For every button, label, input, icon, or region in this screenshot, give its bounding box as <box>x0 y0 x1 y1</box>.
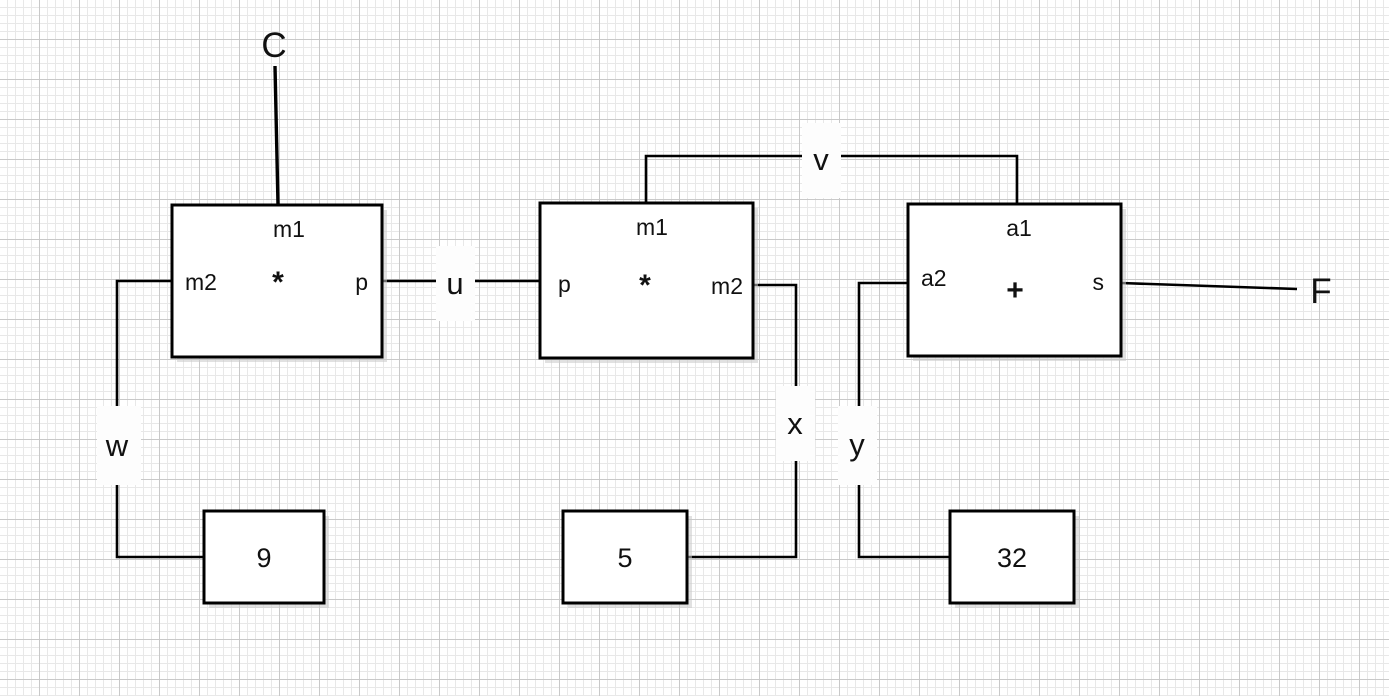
const9-box[interactable] <box>202 509 326 605</box>
terminal-c[interactable]: C <box>261 26 286 65</box>
edge-label-x[interactable]: x <box>776 386 815 461</box>
const5-box[interactable] <box>561 509 689 605</box>
node-mul1[interactable]: m1 m2 * p <box>170 203 387 362</box>
add1-port-left: a2 <box>921 265 947 291</box>
label-w-bg <box>97 406 141 485</box>
add1-port-right: s <box>1093 269 1105 295</box>
mul1-operator: * <box>272 266 284 299</box>
add1-box[interactable] <box>906 202 1123 358</box>
add1-port-top: a1 <box>1006 215 1032 241</box>
mul1-port-right: p <box>355 269 368 295</box>
wire-c-to-mul1[interactable] <box>273 65 280 206</box>
terminal-f-text: F <box>1310 272 1331 311</box>
mul2-box[interactable] <box>538 201 755 360</box>
node-const-9[interactable]: 9 <box>202 509 329 608</box>
const9-value: 9 <box>256 543 271 573</box>
mul2-port-left: p <box>558 271 571 297</box>
mul1-port-top: m1 <box>273 216 305 242</box>
edge-label-y[interactable]: y <box>838 406 877 485</box>
node-const-5[interactable]: 5 <box>561 509 692 608</box>
label-v-bg <box>802 123 841 198</box>
mul2-port-right: m2 <box>711 273 743 299</box>
const32-box[interactable] <box>948 509 1076 605</box>
node-add1[interactable]: a1 a2 + s <box>906 202 1126 361</box>
mul1-port-left: m2 <box>185 269 217 295</box>
label-u-bg <box>436 246 475 321</box>
mul2-port-top: m1 <box>636 214 668 240</box>
terminal-f[interactable]: F <box>1310 272 1331 311</box>
label-y-text: y <box>849 427 865 462</box>
mul1-box[interactable] <box>170 203 384 359</box>
const32-value: 32 <box>997 543 1027 573</box>
label-w-text: w <box>105 428 129 463</box>
const5-value: 5 <box>617 543 632 573</box>
node-const-32[interactable]: 32 <box>948 509 1079 608</box>
label-u-text: u <box>446 266 463 301</box>
edge-label-u[interactable]: u <box>436 246 475 321</box>
label-x-text: x <box>787 406 803 441</box>
label-x-bg <box>776 386 815 461</box>
mul2-operator: * <box>639 269 651 302</box>
label-v-text: v <box>813 142 829 177</box>
edge-label-v[interactable]: v <box>802 123 841 198</box>
edge-label-w[interactable]: w <box>97 406 141 485</box>
terminal-c-text: C <box>261 26 286 65</box>
wire-add1-to-f[interactable] <box>1120 281 1298 291</box>
node-mul2[interactable]: m1 p * m2 <box>538 201 758 363</box>
label-y-bg <box>838 406 877 485</box>
add1-operator: + <box>1006 274 1024 307</box>
